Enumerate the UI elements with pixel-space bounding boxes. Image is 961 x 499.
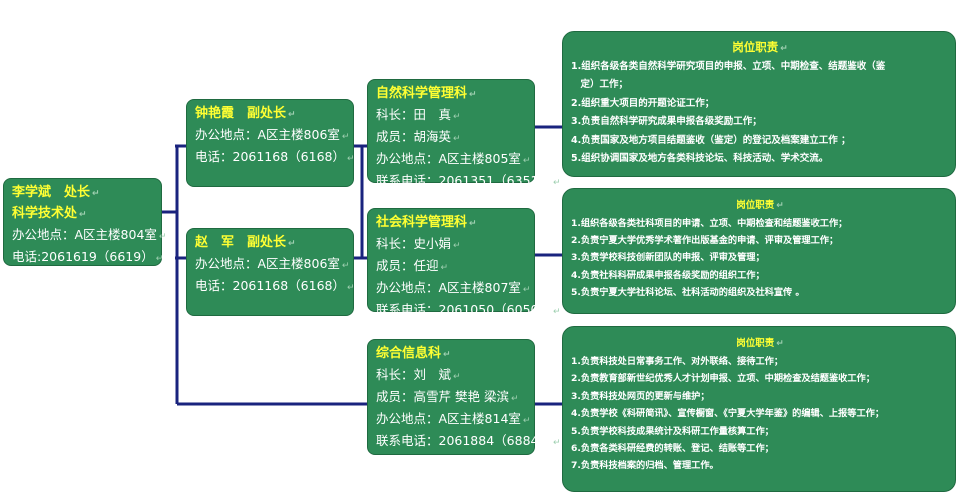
deputy-box-2: 赵 军 副处长↵ 办公地点：A区主楼806室↵ 电话：2061168（6168）… — [186, 228, 355, 316]
deputy-title: 赵 军 副处长↵ — [195, 235, 296, 250]
duty-item: 2.负责宁夏大学优秀学术著作出版基金的申请、评审及管理工作； — [571, 235, 839, 247]
duty-panel-general-info: 岗位职责↵ 1.负责科技处日常事务工作、对外联络、接待工作； 2.负责教育部新世… — [562, 326, 956, 492]
duty-item: 4.负责学校《科研简讯》、宣传橱窗、《宁夏大学年鉴》的编辑、上报等工作； — [571, 408, 885, 420]
section-box-social-science: 社会科学管理科↵ 科长：史小娟↵ 成员：任迎↵ 办公地点：A区主楼807室↵ 联… — [367, 208, 561, 317]
duty-item: 1.组织各级各类自然科学研究项目的申报、立项、中期检查、结题鉴收（鉴 — [571, 61, 886, 72]
duty-item: 5.负责宁夏大学社科论坛、社科活动的组织及社科宣传 。 — [571, 286, 805, 298]
section-title: 社会科学管理科↵ — [376, 215, 477, 230]
duty-item: 1.负责科技处日常事务工作、对外联络、接待工作； — [571, 356, 784, 367]
director-phone: 电话:2061619（6619）↵ — [12, 249, 164, 264]
section-title: 自然科学管理科↵ — [376, 86, 477, 101]
duty-item: 2.组织重大项目的开题论证工作； — [571, 97, 715, 109]
section-title: 综合信息科↵ — [376, 346, 451, 361]
duty-title: 岗位职责↵ — [732, 40, 788, 54]
director-title: 李学斌 处长↵ — [12, 185, 100, 200]
deputy-title: 钟艳霞 副处长↵ — [195, 106, 296, 121]
duty-title: 岗位职责↵ — [736, 338, 784, 349]
director-box: 李学斌 处长↵ 科学技术处↵ 办公地点：A区主楼804室↵ 电话:2061619… — [3, 178, 167, 266]
duty-item: 定）工作； — [571, 79, 629, 91]
section-box-general-info: 综合信息科↵ 科长：刘 斌↵ 成员：高雪芹 樊艳 梁滨↵ 办公地点：A区主楼81… — [367, 339, 561, 455]
section-office: 办公地点：A区主楼814室↵ — [376, 411, 531, 426]
duty-title: 岗位职责↵ — [736, 200, 784, 211]
section-office: 办公地点：A区主楼807室↵ — [376, 280, 531, 295]
duty-panel-social-science: 岗位职责↵ 1.组织各级各类社科项目的申请、立项、中期检查和结题鉴收工作； 2.… — [562, 188, 956, 314]
duty-item: 3.负责学校科技创新团队的申报、评审及管理； — [571, 252, 765, 264]
section-members: 成员：高雪芹 樊艳 梁滨↵ — [376, 389, 519, 404]
section-members: 成员：胡海英↵ — [376, 129, 461, 144]
deputy-office: 办公地点：A区主楼806室↵ — [195, 127, 350, 142]
duty-panel-natural-science: 岗位职责↵ 1.组织各级各类自然科学研究项目的申报、立项、中期检查、结题鉴收（鉴… — [562, 31, 956, 177]
section-phone: 联系电话：2061050（6050）↵ — [376, 302, 561, 317]
duty-item: 3.负责科技处网页的更新与维护； — [571, 390, 710, 402]
director-department: 科学技术处↵ — [12, 206, 87, 221]
deputy-box-1: 钟艳霞 副处长↵ 办公地点：A区主楼806室↵ 电话：2061168（6168）… — [186, 99, 355, 187]
duty-item: 5.组织协调国家及地方各类科技论坛、科技活动、学术交流。 — [571, 153, 829, 165]
duty-item: 4.负责国家及地方项目结题鉴收（鉴定）的登记及档案建立工作 ； — [571, 134, 851, 146]
deputy-office: 办公地点：A区主楼806室↵ — [195, 256, 350, 271]
section-office: 办公地点：A区主楼805室↵ — [376, 151, 531, 166]
section-chief: 科长：田 真↵ — [376, 107, 461, 122]
deputy-phone: 电话：2061168（6168）↵ — [195, 278, 355, 293]
duty-item: 5.负责学校科技成果统计及科研工作量核算工作； — [571, 425, 774, 437]
section-phone: 联系电话：2061884（6884）↵ — [376, 433, 561, 448]
deputy-phone: 电话：2061168（6168）↵ — [195, 149, 355, 164]
duty-item: 4.负责社科科研成果申报各级奖励的组织工作； — [571, 269, 765, 281]
section-chief: 科长：史小娟↵ — [376, 236, 461, 251]
duty-item: 7.负责科技档案的归档、管理工作。 — [571, 460, 719, 472]
section-chief: 科长：刘 斌↵ — [376, 367, 461, 382]
section-members: 成员：任迎↵ — [376, 258, 449, 273]
duty-item: 2.负责教育部新世纪优秀人才计划申报、立项、中期检查及结题鉴收工作； — [571, 373, 875, 385]
duty-item: 1.组织各级各类社科项目的申请、立项、中期检查和结题鉴收工作； — [571, 218, 848, 229]
section-box-natural-science: 自然科学管理科↵ 科长：田 真↵ 成员：胡海英↵ 办公地点：A区主楼805室↵ … — [367, 79, 561, 188]
section-phone: 联系电话：2061351（6351）↵ — [376, 173, 561, 188]
duty-item: 3.负责自然科学研究成果申报各级奖励工作； — [571, 116, 762, 128]
duty-item: 6.负责各类科研经费的转账、登记、结账等工作； — [571, 443, 774, 455]
director-office: 办公地点：A区主楼804室↵ — [12, 227, 167, 242]
